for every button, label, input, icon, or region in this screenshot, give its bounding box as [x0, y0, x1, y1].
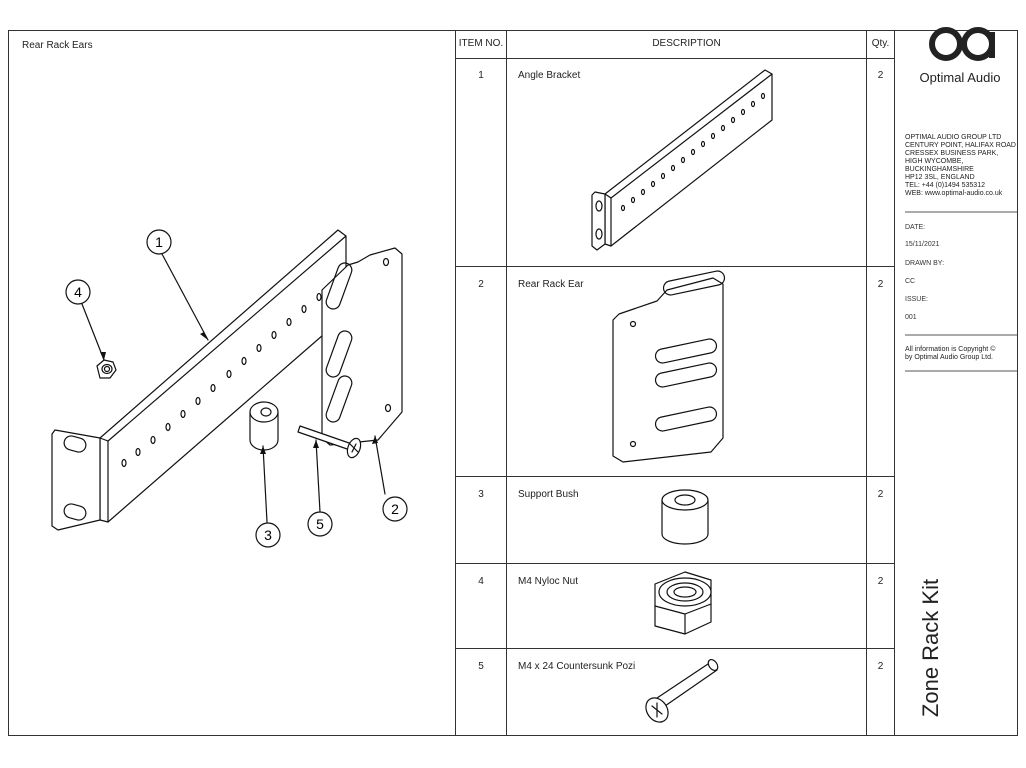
- bracket-flange: [51, 429, 101, 531]
- drawing-frame: [8, 30, 1018, 736]
- callout-2-circle: [382, 496, 408, 522]
- row1-qty: 2: [877, 70, 884, 81]
- issue-label: ISSUE:: [905, 296, 928, 303]
- callout-3-circle: [255, 522, 281, 548]
- info-divider-3: [905, 370, 1017, 372]
- header-item-no: ITEM NO.: [458, 38, 504, 49]
- row4-description: M4 Nyloc Nut: [518, 576, 579, 587]
- row3-description: Support Bush: [518, 489, 579, 500]
- address-line: WEB: www.optimal-audio.co.uk: [905, 190, 1003, 197]
- rear-rack-ear-illustration: [612, 270, 726, 463]
- nyloc-nut: [96, 359, 117, 379]
- nyloc-nut-illustration: [654, 571, 712, 635]
- address-line: BUCKINGHAMSHIRE: [905, 166, 974, 173]
- callout-1: 1: [155, 234, 163, 250]
- row3-item: 3: [478, 489, 484, 500]
- row1-description: Angle Bracket: [518, 70, 581, 81]
- row5-description: M4 x 24 Countersunk Pozi: [518, 661, 636, 672]
- address-line: CRESSEX BUSINESS PARK,: [905, 150, 999, 157]
- row5-qty: 2: [877, 661, 884, 672]
- callout-4: 4: [74, 284, 82, 300]
- logo-text: Optimal Audio: [919, 70, 1001, 85]
- row4-qty: 2: [877, 576, 884, 587]
- callout-5: 5: [316, 516, 324, 532]
- row2-qty: 2: [877, 279, 884, 290]
- address-line: HP12 3SL, ENGLAND: [905, 174, 975, 181]
- address-line: CENTURY POINT, HALIFAX ROAD: [905, 142, 1016, 149]
- drawn-by-label: DRAWN BY:: [905, 260, 945, 267]
- drawn-by-value: CC: [905, 278, 916, 285]
- callout-3: 3: [264, 527, 272, 543]
- angle-bracket-illustration: [591, 69, 773, 251]
- bracket-body: [99, 229, 347, 523]
- divider-drawing-table: [455, 30, 456, 736]
- callout-2: 2: [391, 501, 399, 517]
- address-line: TEL: +44 (0)1494 535312: [905, 182, 985, 189]
- sheet-title: Zone Rack Kit: [918, 578, 943, 718]
- header-qty: Qty.: [871, 38, 890, 49]
- optimal-audio-logo-icon: [929, 27, 995, 61]
- row4-item: 4: [478, 576, 484, 587]
- row3-qty: 2: [877, 489, 884, 500]
- row-line-3: [455, 563, 895, 564]
- date-label: DATE:: [905, 224, 926, 231]
- support-bush-illustration: [661, 489, 709, 545]
- address-line: OPTIMAL AUDIO GROUP LTD: [905, 134, 1002, 141]
- date-value: 15/11/2021: [905, 241, 940, 248]
- company-address: OPTIMAL AUDIO GROUP LTD CENTURY POINT, H…: [905, 134, 1020, 198]
- parts-illustrations: [591, 69, 773, 723]
- divider-qty-info: [894, 30, 895, 736]
- row2-description: Rear Rack Ear: [518, 279, 584, 290]
- issue-value: 001: [905, 314, 917, 321]
- callout-1-circle: [146, 229, 172, 255]
- row-line-1: [455, 266, 895, 267]
- divider-item-desc: [506, 30, 507, 736]
- copyright-line-2: by Optimal Audio Group Ltd.: [905, 354, 993, 361]
- exploded-assembly-drawing: 1 2 3 4 5: [51, 229, 408, 548]
- row1-item: 1: [478, 70, 484, 81]
- info-divider-1: [905, 211, 1017, 213]
- copyright-line-1: All information is Copyright ©: [905, 346, 996, 353]
- drawing-title: Rear Rack Ears: [22, 40, 93, 51]
- row-line-4: [455, 648, 895, 649]
- row2-item: 2: [478, 279, 484, 290]
- table-header-line: [455, 58, 895, 59]
- copyright-block: All information is Copyright © by Optima…: [905, 346, 1020, 362]
- address-line: HIGH WYCOMBE,: [905, 158, 964, 165]
- info-divider-2: [905, 334, 1017, 336]
- row-line-2: [455, 476, 895, 477]
- countersunk-screw-illustration: [645, 658, 719, 723]
- countersunk-screw: [297, 425, 362, 459]
- callout-5-circle: [307, 511, 333, 537]
- callout-4-circle: [65, 279, 91, 305]
- divider-desc-qty: [866, 30, 867, 736]
- row5-item: 5: [478, 661, 484, 672]
- header-description: DESCRIPTION: [652, 38, 721, 49]
